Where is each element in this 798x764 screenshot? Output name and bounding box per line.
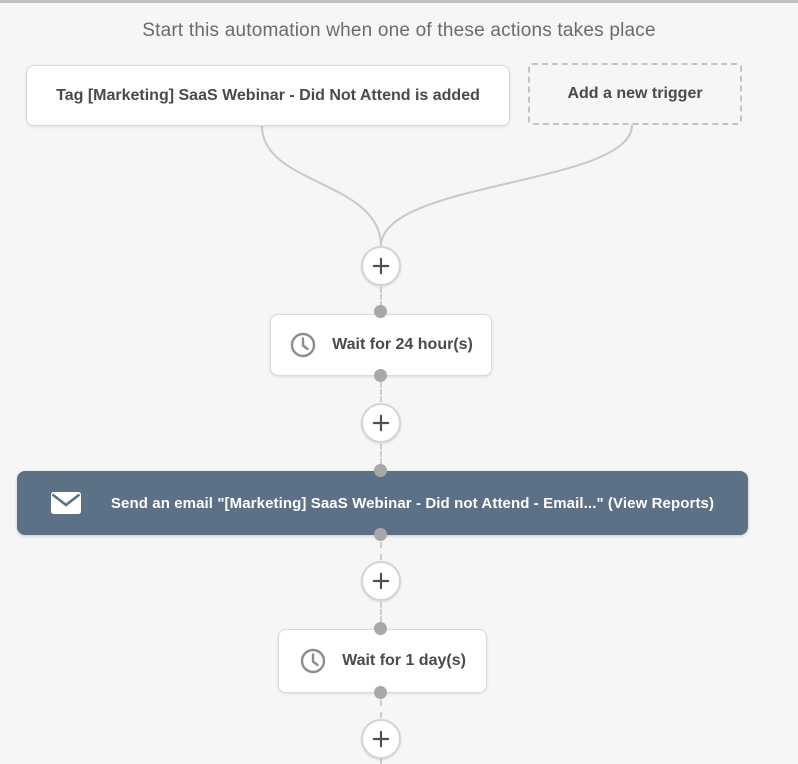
wait-step-label: Wait for 1 day(s) xyxy=(342,652,466,669)
trigger-tag-added-node[interactable]: Tag [Marketing] SaaS Webinar - Did Not A… xyxy=(26,65,510,126)
connector-line xyxy=(380,700,382,718)
connector-line xyxy=(380,602,382,622)
plus-icon xyxy=(372,730,390,748)
wait-step-node-2[interactable]: Wait for 1 day(s) xyxy=(278,629,487,693)
clock-icon xyxy=(299,647,327,675)
trigger-connector-curves xyxy=(261,124,633,247)
connector-node-dot xyxy=(374,464,387,477)
connector-node-dot xyxy=(374,528,387,541)
add-new-trigger-button[interactable]: Add a new trigger xyxy=(528,63,742,125)
plus-icon xyxy=(372,572,390,590)
send-email-step-node[interactable]: Send an email "[Marketing] SaaS Webinar … xyxy=(17,471,748,535)
page-title: Start this automation when one of these … xyxy=(142,20,656,41)
connector-node-dot xyxy=(374,622,387,635)
connector-line xyxy=(380,287,382,307)
connector-node-dot xyxy=(374,305,387,318)
add-step-button-1[interactable] xyxy=(361,246,401,286)
connector-node-dot xyxy=(374,369,387,382)
add-step-button-2[interactable] xyxy=(361,403,401,443)
plus-icon xyxy=(372,257,390,275)
connector-line xyxy=(380,382,382,402)
add-step-button-3[interactable] xyxy=(361,561,401,601)
connector-line xyxy=(380,542,382,560)
envelope-icon xyxy=(50,492,81,514)
add-step-button-4[interactable] xyxy=(361,719,401,759)
clock-icon xyxy=(289,331,317,359)
wait-step-label: Wait for 24 hour(s) xyxy=(332,336,473,353)
connector-line xyxy=(380,758,382,764)
add-new-trigger-label: Add a new trigger xyxy=(567,85,703,102)
connector-node-dot xyxy=(374,686,387,699)
plus-icon xyxy=(372,414,390,432)
connector-line xyxy=(380,444,382,464)
wait-step-node-1[interactable]: Wait for 24 hour(s) xyxy=(270,314,492,376)
send-email-step-label: Send an email "[Marketing] SaaS Webinar … xyxy=(110,494,715,512)
trigger-tag-added-label: Tag [Marketing] SaaS Webinar - Did Not A… xyxy=(56,86,480,104)
